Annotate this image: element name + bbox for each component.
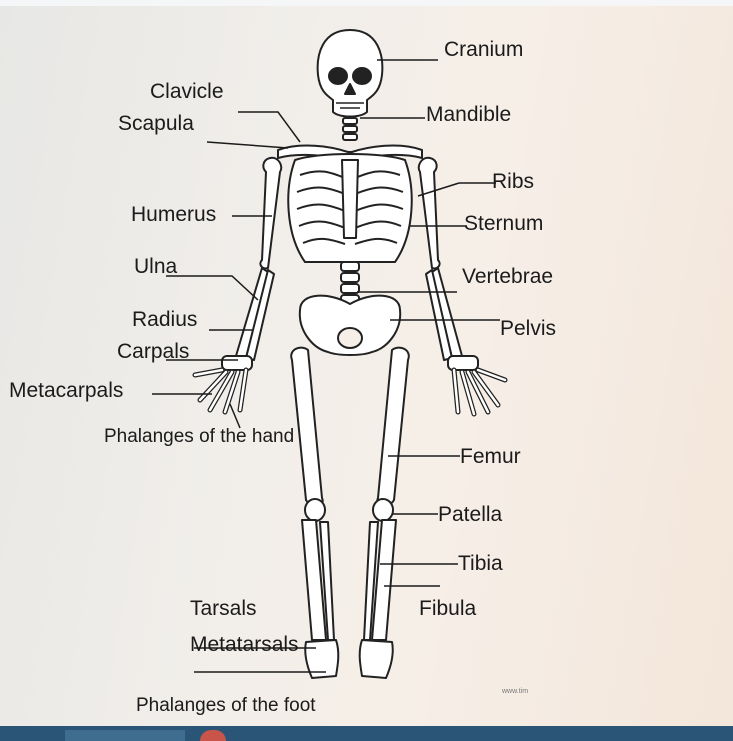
label-ulna: Ulna — [134, 256, 177, 277]
label-sternum: Sternum — [464, 213, 543, 234]
left-leg — [291, 348, 338, 678]
label-clavicle: Clavicle — [150, 81, 224, 102]
taskbar-app-icon — [200, 730, 226, 741]
label-mandible: Mandible — [426, 104, 511, 125]
label-metatarsals: Metatarsals — [190, 634, 299, 655]
scapula-leader — [207, 142, 288, 148]
label-fibula: Fibula — [419, 598, 476, 619]
label-phalanges-of-the-foot: Phalanges of the foot — [136, 696, 316, 715]
neck — [343, 118, 357, 140]
label-tarsals: Tarsals — [190, 598, 257, 619]
rib-cage — [288, 154, 411, 262]
label-vertebrae: Vertebrae — [462, 266, 553, 287]
label-tibia: Tibia — [458, 553, 503, 574]
lumbar-spine — [341, 262, 359, 304]
ulna-leader — [166, 276, 258, 300]
label-patella: Patella — [438, 504, 502, 525]
label-metacarpals: Metacarpals — [9, 380, 123, 401]
skeleton-figure — [195, 30, 505, 678]
label-cranium: Cranium — [444, 39, 523, 60]
label-radius: Radius — [132, 309, 197, 330]
label-femur: Femur — [460, 446, 521, 467]
monitor-bottom-bar — [0, 726, 733, 741]
label-humerus: Humerus — [131, 204, 216, 225]
clavicle-leader — [238, 112, 300, 142]
watermark-text: www.tim — [502, 688, 528, 695]
label-ribs: Ribs — [492, 171, 534, 192]
taskbar-segment — [65, 730, 185, 741]
left-arm — [195, 158, 281, 412]
skull — [318, 30, 383, 117]
label-phalanges-of-the-hand: Phalanges of the hand — [104, 427, 294, 446]
label-carpals: Carpals — [117, 341, 189, 362]
right-leg — [360, 348, 409, 678]
label-scapula: Scapula — [118, 113, 194, 134]
label-pelvis: Pelvis — [500, 318, 556, 339]
